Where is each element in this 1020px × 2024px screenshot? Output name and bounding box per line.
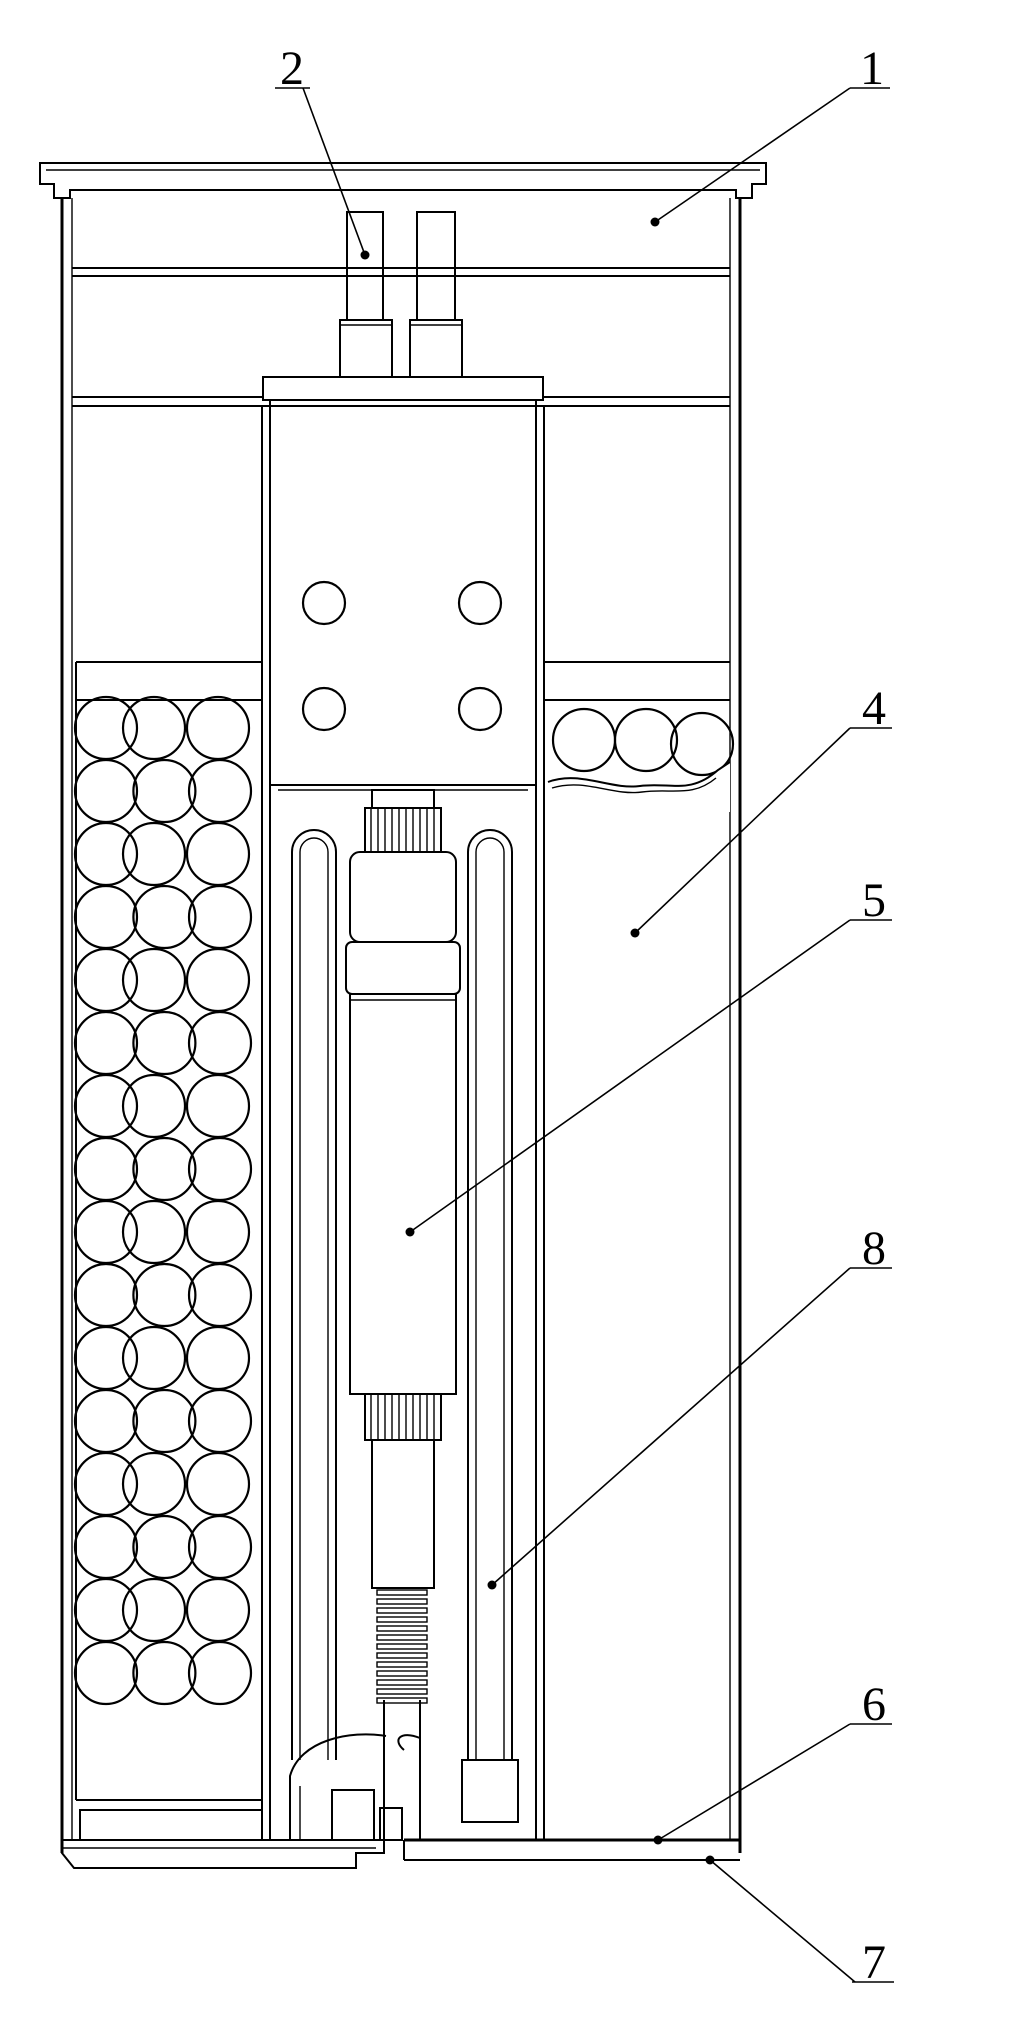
filter-ball: [73, 1199, 139, 1265]
knurl-top: [370, 808, 435, 852]
callout-1: 1: [860, 42, 884, 95]
filter-ball: [132, 1262, 197, 1328]
filter-ball: [121, 821, 187, 887]
filter-ball: [73, 1136, 139, 1202]
filter-ball: [121, 1451, 187, 1517]
filter-ball: [73, 1577, 139, 1643]
sensor-probe: [345, 789, 461, 1840]
filter-ball: [185, 821, 251, 887]
callout-5: 5: [862, 874, 886, 927]
filter-ball: [73, 884, 139, 950]
filter-ball: [73, 1073, 139, 1139]
filter-ball: [187, 1010, 253, 1076]
filter-ball: [73, 1640, 139, 1706]
filter-ball: [185, 1199, 251, 1265]
filter-ball: [132, 1136, 197, 1202]
top-lid: [39, 162, 767, 199]
filter-ball: [73, 947, 139, 1013]
callout-7: 7: [862, 1936, 886, 1989]
filter-ball: [187, 1388, 253, 1454]
filter-ball: [73, 1325, 139, 1391]
spring: [376, 1589, 428, 1704]
filter-ball: [121, 695, 187, 761]
knurl-bottom: [370, 1394, 435, 1440]
callout-2: 2: [280, 42, 304, 95]
callout-6: 6: [862, 1678, 886, 1731]
filter-ball: [132, 884, 197, 950]
filter-ball: [121, 1577, 187, 1643]
bolt-hole: [457, 686, 503, 732]
filter-ball: [187, 1640, 253, 1706]
filter-ball: [132, 1640, 197, 1706]
u-tubes: [291, 829, 519, 1823]
connector-tubes: [339, 211, 463, 378]
leaders: [302, 87, 856, 1983]
outer-housing: [60, 198, 742, 1853]
filter-ball: [132, 758, 197, 824]
filter-ball: [121, 1325, 187, 1391]
filter-ball: [185, 1577, 251, 1643]
bolt-hole: [301, 686, 347, 732]
inner-walls: [75, 406, 730, 1840]
filter-ball: [185, 1073, 251, 1139]
filter-ball: [185, 947, 251, 1013]
right-chamber-balls: [547, 707, 735, 812]
filter-ball: [73, 695, 139, 761]
callout-labels: 1 2 4 5 8 6 7: [275, 42, 894, 1989]
filter-ball: [185, 1451, 251, 1517]
filter-ball: [121, 1073, 187, 1139]
filter-ball: [73, 1010, 139, 1076]
filter-ball: [73, 1514, 139, 1580]
filter-ball: [132, 1388, 197, 1454]
filter-ball: [73, 758, 139, 824]
filter-ball: [187, 1514, 253, 1580]
filter-ball: [132, 1514, 197, 1580]
top-chamber: [72, 267, 730, 407]
filter-ball: [185, 1325, 251, 1391]
bolt-hole: [457, 580, 503, 626]
filter-ball: [73, 1388, 139, 1454]
filter-ball: [185, 695, 251, 761]
filter-ball: [121, 947, 187, 1013]
bolt-hole: [301, 580, 347, 626]
filter-ball: [121, 1199, 187, 1265]
central-block: [262, 376, 544, 791]
filter-ball: [73, 1262, 139, 1328]
filter-balls: [73, 695, 253, 1706]
filter-ball: [187, 1136, 253, 1202]
filter-ball: [73, 1451, 139, 1517]
callout-4: 4: [862, 682, 886, 735]
bottom-assembly: [61, 1733, 740, 1869]
filter-ball: [73, 821, 139, 887]
filter-ball: [187, 758, 253, 824]
filter-ball: [132, 1010, 197, 1076]
callout-8: 8: [862, 1222, 886, 1275]
filter-ball: [187, 1262, 253, 1328]
filter-ball: [187, 884, 253, 950]
